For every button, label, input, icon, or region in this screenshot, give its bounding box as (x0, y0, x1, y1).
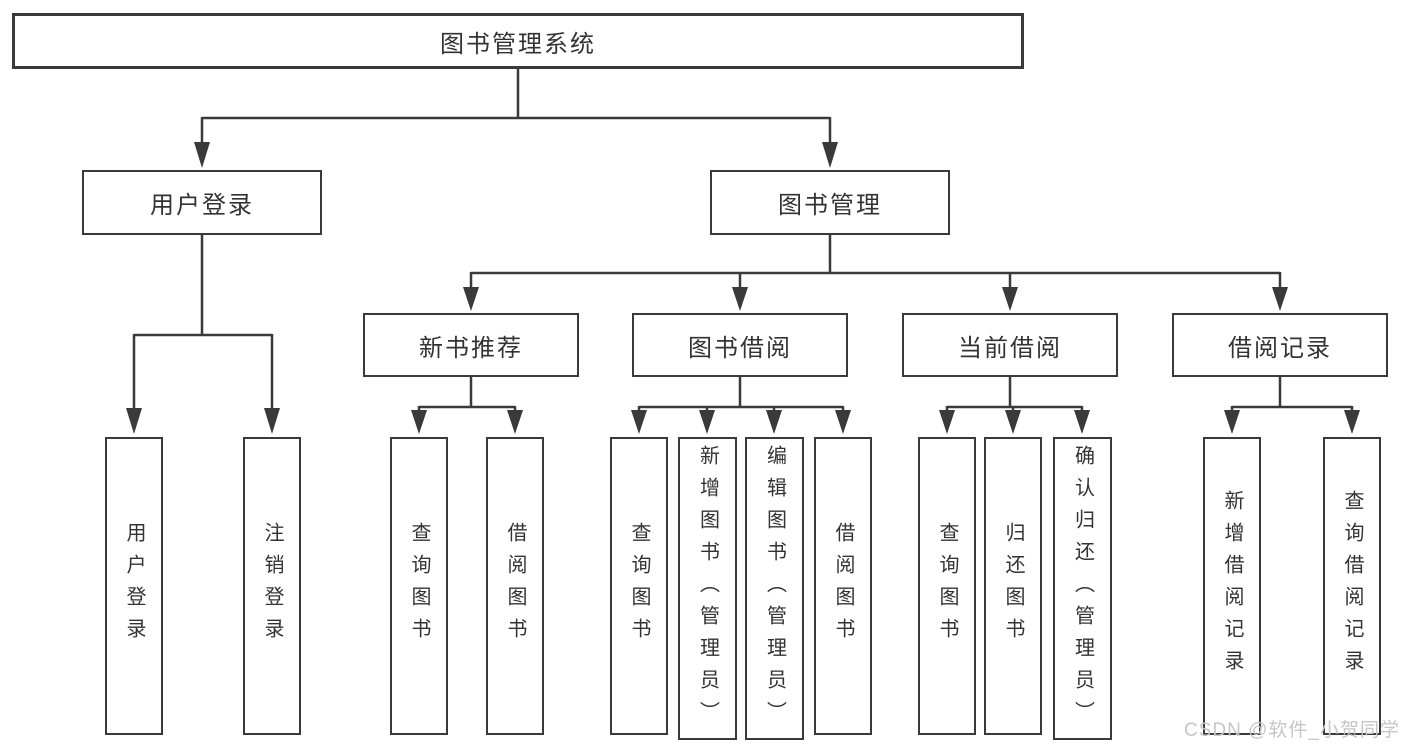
leaf-logout: 注销登录 (243, 437, 301, 735)
node-current-borrowing-label: 当前借阅 (958, 334, 1062, 362)
leaf-current-query-books-label: 查询图书 (936, 522, 958, 650)
node-library-management-system-label: 图书管理系统 (440, 30, 596, 58)
leaf-current-return-books: 归还图书 (984, 437, 1042, 735)
leaf-borrowing-add-books-admin-label: 新增图书（管理员） (696, 444, 719, 733)
leaf-current-confirm-return-admin-label: 确认归还（管理员） (1071, 444, 1094, 733)
leaf-borrowing-edit-books-admin: 编辑图书（管理员） (745, 437, 804, 740)
leaf-user-login-label: 用户登录 (123, 522, 145, 650)
node-book-management-label: 图书管理 (778, 192, 882, 219)
node-current-borrowing: 当前借阅 (902, 313, 1118, 377)
leaf-records-add-borrow-record: 新增借阅记录 (1203, 437, 1261, 735)
node-new-book-recommendation: 新书推荐 (363, 313, 579, 377)
leaf-recommend-query-books: 查询图书 (390, 437, 448, 735)
leaf-records-query-borrow-record-label: 查询借阅记录 (1341, 490, 1363, 682)
leaf-user-login: 用户登录 (105, 437, 163, 735)
leaf-current-confirm-return-admin: 确认归还（管理员） (1053, 437, 1112, 740)
leaf-borrowing-query-books-label: 查询图书 (628, 522, 650, 650)
node-new-book-recommendation-label: 新书推荐 (419, 334, 523, 362)
node-borrowing-records: 借阅记录 (1172, 313, 1388, 377)
leaf-borrowing-borrow-books: 借阅图书 (814, 437, 872, 735)
leaf-logout-label: 注销登录 (261, 522, 283, 650)
node-borrowing-records-label: 借阅记录 (1228, 334, 1332, 362)
leaf-borrowing-add-books-admin: 新增图书（管理员） (678, 437, 737, 740)
leaf-current-query-books: 查询图书 (918, 437, 976, 735)
leaf-current-return-books-label: 归还图书 (1002, 522, 1024, 650)
leaf-recommend-query-books-label: 查询图书 (408, 522, 430, 650)
leaf-records-add-borrow-record-label: 新增借阅记录 (1221, 490, 1243, 682)
node-user-login: 用户登录 (82, 170, 322, 235)
csdn-watermark: CSDN @软件_小贺同学 (1184, 720, 1400, 741)
leaf-recommend-borrow-books-label: 借阅图书 (504, 522, 526, 650)
leaf-borrowing-edit-books-admin-label: 编辑图书（管理员） (763, 444, 786, 733)
node-book-management: 图书管理 (710, 170, 950, 235)
node-book-borrowing: 图书借阅 (632, 313, 848, 377)
leaf-borrowing-query-books: 查询图书 (610, 437, 668, 735)
leaf-borrowing-borrow-books-label: 借阅图书 (832, 522, 854, 650)
leaf-recommend-borrow-books: 借阅图书 (486, 437, 544, 735)
node-user-login-label: 用户登录 (150, 192, 254, 219)
node-book-borrowing-label: 图书借阅 (688, 334, 792, 362)
node-library-management-system: 图书管理系统 (12, 13, 1024, 69)
leaf-records-query-borrow-record: 查询借阅记录 (1323, 437, 1381, 735)
